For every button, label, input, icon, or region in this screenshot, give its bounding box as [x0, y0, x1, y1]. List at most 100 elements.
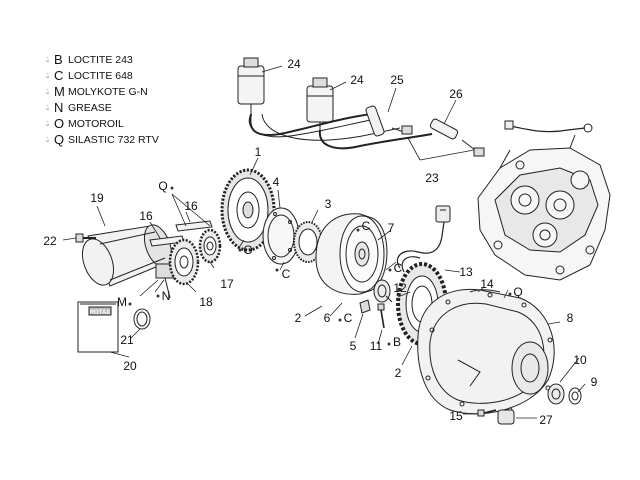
- starter-motor: [81, 224, 175, 299]
- callout-15: 15: [449, 409, 463, 423]
- callout-19: 19: [90, 191, 104, 205]
- drop-icon: 💧︎: [46, 71, 50, 80]
- callout-16-lower: 16: [139, 209, 153, 223]
- callout-14: 14: [480, 277, 494, 291]
- rotor-flywheel: [315, 213, 388, 295]
- callout-16-upper: 16: [184, 199, 198, 213]
- cover-plug: [547, 383, 565, 405]
- owner-manual: [77, 301, 119, 353]
- drop-icon: ●: [387, 341, 391, 348]
- drop-icon: ●: [338, 317, 342, 324]
- callout-22: 22: [43, 234, 57, 248]
- legend-text: GREASE: [68, 102, 112, 114]
- drop-icon: 💧︎: [46, 135, 50, 144]
- callout-8: 8: [567, 311, 574, 325]
- code-q-cover: Q: [513, 285, 522, 299]
- code-q-starter: Q: [158, 179, 167, 193]
- legend-row-motoroil: 💧︎ O MOTOROIL: [46, 116, 159, 132]
- drop-icon: 💧︎: [46, 119, 50, 128]
- callout-25: 25: [390, 73, 404, 87]
- thrust-plate: [262, 207, 300, 265]
- callout-2-rotor: 2: [295, 311, 302, 325]
- inspection-plug: [497, 409, 515, 425]
- ht-lead-upper-2: [248, 113, 381, 138]
- legend-code: C: [54, 68, 64, 83]
- callout-9: 9: [591, 375, 598, 389]
- legend-row-loctite-243: 💧︎ B LOCTITE 243: [46, 52, 159, 68]
- shaft-16-upper: [175, 220, 213, 232]
- drop-icon: 💧︎: [46, 103, 50, 112]
- callout-13: 13: [459, 265, 473, 279]
- legend-row-loctite-648: 💧︎ C LOCTITE 648: [46, 68, 159, 84]
- callout-3: 3: [325, 197, 332, 211]
- woodruff-key: [359, 299, 371, 314]
- callout-6: 6: [324, 311, 331, 325]
- callout-1: 1: [255, 145, 262, 159]
- legend-text: LOCTITE 648: [68, 70, 133, 82]
- sealing-washer: [568, 387, 582, 405]
- manual-brand-label: ROTAX: [90, 310, 111, 316]
- rotor-bolt: [373, 279, 393, 303]
- callout-4: 4: [273, 175, 280, 189]
- callout-27: 27: [539, 413, 553, 427]
- gear-17: [198, 228, 222, 264]
- code-c-plate: C: [282, 267, 291, 281]
- stator-wiring: [396, 205, 451, 273]
- drop-icon: ●: [356, 227, 360, 234]
- drop-icon: ●: [238, 247, 242, 254]
- gear-18: [168, 238, 200, 286]
- cylinder-head: [477, 134, 611, 281]
- legend-code: O: [54, 116, 65, 131]
- callout-12: 12: [393, 281, 407, 295]
- legend-code: B: [54, 52, 63, 67]
- callout-21: 21: [120, 333, 134, 347]
- drop-icon: ●: [156, 293, 160, 300]
- callout-26: 26: [449, 87, 463, 101]
- legend-code: Q: [54, 132, 65, 147]
- callout-10: 10: [573, 353, 587, 367]
- starter-ring-gear: [220, 168, 276, 252]
- legend-text: MOLYKOTE G-N: [68, 86, 148, 98]
- drop-icon: ●: [275, 267, 279, 274]
- stator-screw: [377, 303, 385, 329]
- callout-11: 11: [370, 339, 383, 353]
- callout-2-stator: 2: [395, 366, 402, 380]
- code-c-stator: C: [394, 261, 403, 275]
- drop-icon: ●: [170, 185, 174, 192]
- callout-24-left: 24: [287, 57, 301, 71]
- code-o-gear: O: [243, 243, 252, 257]
- drop-icon: ●: [388, 267, 392, 274]
- drop-icon: ●: [128, 301, 132, 308]
- legend-row-silastic: 💧︎ Q SILASTIC 732 RTV: [46, 132, 159, 148]
- o-ring: [133, 308, 151, 330]
- cover-gasket: [469, 289, 501, 293]
- legend-row-molykote: 💧︎ M MOLYKOTE G-N: [46, 84, 159, 100]
- callout-24-right: 24: [350, 73, 364, 87]
- ground-lead: [509, 125, 586, 133]
- alternator-cover: [417, 288, 555, 415]
- code-n-starter: N: [162, 289, 171, 303]
- code-b-screw: B: [393, 335, 401, 349]
- code-m-starter: M: [117, 295, 127, 309]
- ht-lead-lower: [318, 129, 433, 150]
- callout-18: 18: [199, 295, 213, 309]
- legend-text: SILASTIC 732 RTV: [68, 134, 159, 146]
- legend: 💧︎ B LOCTITE 243 💧︎ C LOCTITE 648 💧︎ M M…: [46, 52, 159, 148]
- spark-plug-cap-26: [429, 118, 485, 157]
- drop-icon: 💧︎: [46, 87, 50, 96]
- legend-code: M: [54, 84, 65, 99]
- code-c-key: C: [344, 311, 353, 325]
- leader-lines: [62, 65, 586, 419]
- legend-row-grease: 💧︎ N GREASE: [46, 100, 159, 116]
- drop-icon: 💧︎: [46, 55, 50, 64]
- legend-text: MOTOROIL: [68, 118, 124, 130]
- code-c-rotor: C: [362, 219, 371, 233]
- cover-screw: [477, 409, 497, 417]
- callout-7: 7: [388, 221, 395, 235]
- legend-text: LOCTITE 243: [68, 54, 133, 66]
- callout-20: 20: [123, 359, 137, 373]
- callout-23: 23: [425, 171, 439, 185]
- ignition-coil-left: [237, 57, 265, 114]
- spark-plug-cap-25: [365, 105, 413, 137]
